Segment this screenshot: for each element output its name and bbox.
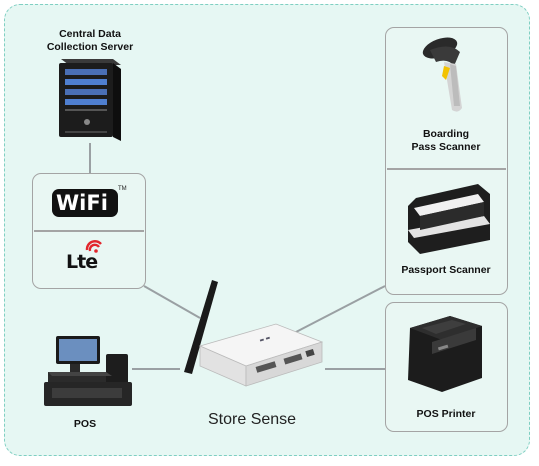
printer-label: POS Printer — [416, 408, 476, 420]
scanners-box-divider — [387, 168, 506, 170]
hub-label: Store Sense — [208, 411, 297, 428]
wifi-logo-text: WiFi — [56, 191, 108, 215]
barcode-scanner-icon — [422, 37, 462, 112]
wireless-box-divider — [34, 230, 144, 232]
lte-logo-text: Lte — [66, 251, 98, 273]
server-tower-icon — [59, 59, 121, 141]
receipt-printer-icon — [408, 316, 482, 392]
passport-scanner-icon — [408, 184, 490, 254]
scanners-to-hub-connector — [295, 285, 386, 333]
router-icon: ▬ ▬ — [184, 280, 324, 387]
passport-scanner-label: Passport Scanner — [401, 264, 491, 276]
svg-text:▬ ▬: ▬ ▬ — [259, 335, 272, 344]
pos-terminal-icon — [44, 336, 132, 406]
server-label: Central Data Collection Server — [46, 28, 134, 53]
wifi-trademark: TM — [118, 186, 127, 192]
boarding-scanner-label: Boarding Pass Scanner — [411, 128, 481, 153]
pos-label: POS — [73, 418, 97, 430]
wifi-logo-icon: WiFi — [52, 189, 118, 217]
wireless-to-hub-connector — [143, 285, 201, 319]
lte-signal-icon — [85, 240, 102, 253]
